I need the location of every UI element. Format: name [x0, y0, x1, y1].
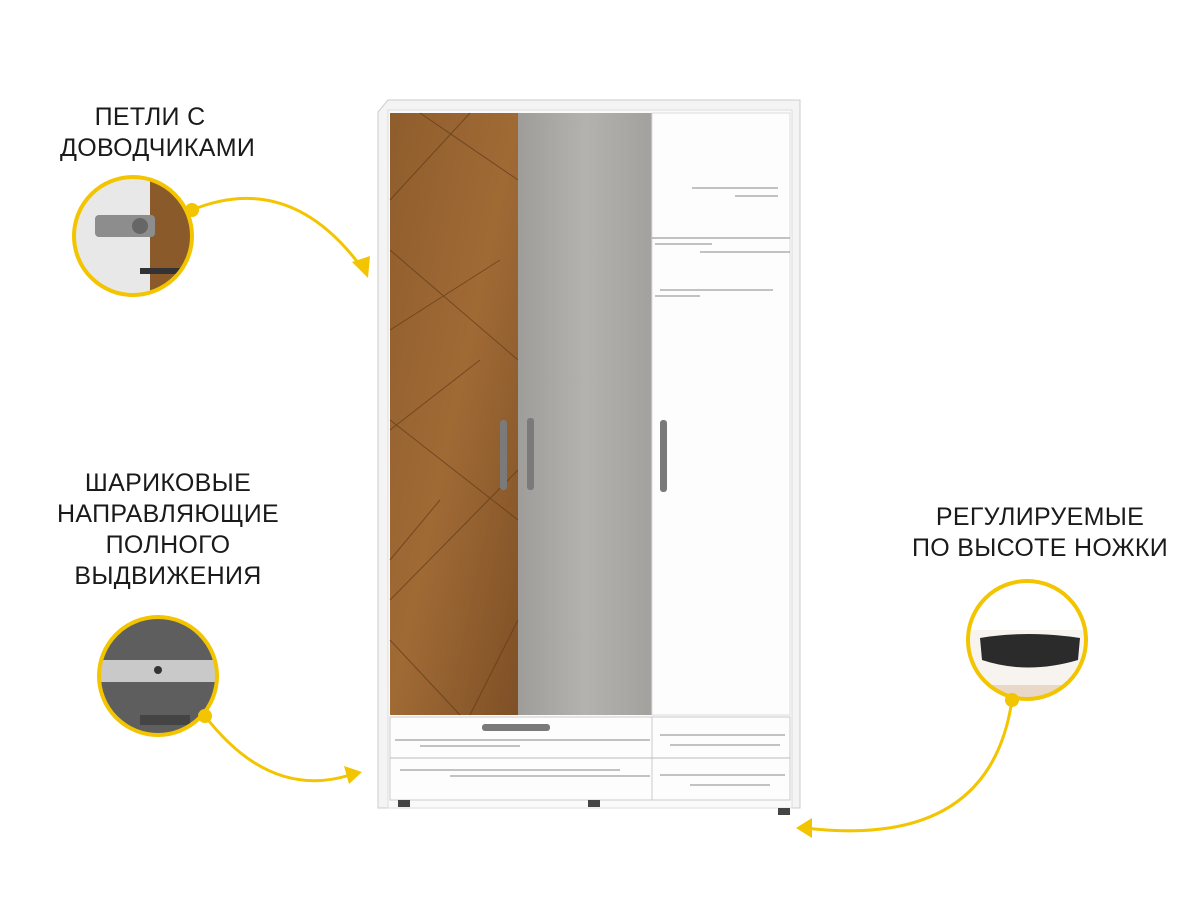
adjustable-foot-closeup: [966, 579, 1088, 701]
door-handle: [660, 420, 667, 492]
label-line: ВЫДВИЖЕНИЯ: [74, 562, 262, 590]
wood-door: [390, 113, 518, 715]
hinge-closeup: [72, 175, 194, 297]
feature-label-hinges: ПЕТЛИ С ДОВОДЧИКАМИ: [60, 102, 256, 164]
drawer-handle: [482, 724, 550, 731]
pointer-dot: [185, 203, 199, 217]
label-line: ПЕТЛИ С: [94, 103, 206, 131]
arrowhead-icon: [344, 766, 362, 784]
label-line: НАПРАВЛЯЮЩИЕ: [57, 500, 279, 528]
pointer-dot: [1005, 693, 1019, 707]
feature-label-slides: ШАРИКОВЫЕ НАПРАВЛЯЮЩИЕ ПОЛНОГО ВЫДВИЖЕНИ…: [28, 468, 308, 592]
pointer-arrows: [191, 196, 1014, 833]
drawer-slide-closeup: [97, 615, 219, 737]
white-door: [651, 112, 791, 716]
label-line: РЕГУЛИРУЕМЫЕ: [935, 503, 1145, 531]
arrowhead-icon: [796, 818, 812, 838]
label-line: ПОЛНОГО: [105, 531, 231, 559]
door-handle: [500, 420, 507, 490]
label-line: ДОВОДЧИКАМИ: [60, 134, 256, 162]
feature-label-feet: РЕГУЛИРУЕМЫЕ ПО ВЫСОТЕ НОЖКИ: [890, 502, 1190, 564]
arrowhead-icon: [352, 256, 370, 278]
label-line: ПО ВЫСОТЕ НОЖКИ: [911, 534, 1169, 562]
mirror-door: [518, 113, 652, 715]
label-line: ШАРИКОВЫЕ: [84, 469, 252, 497]
pointer-dot: [198, 709, 212, 723]
wardrobe: [377, 99, 801, 815]
door-handle: [527, 418, 534, 490]
